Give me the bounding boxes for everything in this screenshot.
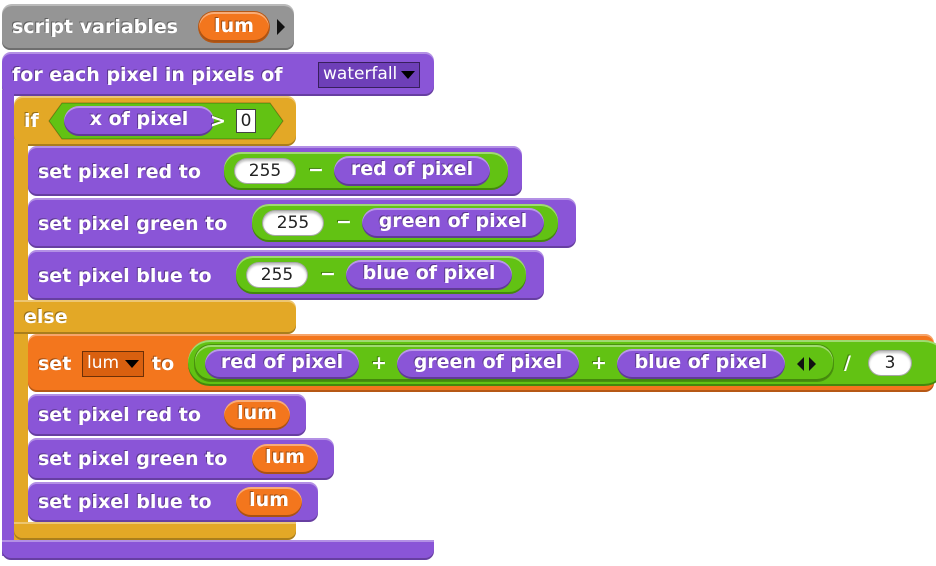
set-label: set — [38, 353, 72, 375]
if-block-bottom — [14, 522, 296, 540]
comparison-value-input[interactable]: 0 — [236, 109, 256, 133]
script-variables-label: script variables — [12, 16, 178, 38]
green-of-pixel-reporter[interactable]: green of pixel — [362, 208, 544, 238]
x-of-pixel-reporter[interactable]: x of pixel — [64, 106, 214, 136]
if-block-side — [14, 140, 28, 540]
to-label: to — [152, 353, 175, 375]
plus-sign: + — [591, 352, 607, 374]
red-of-pixel-reporter[interactable]: red of pixel — [334, 156, 490, 186]
costume-dropdown[interactable]: waterfall — [318, 62, 420, 88]
minus-sign: − — [336, 211, 352, 233]
divide-sign: / — [844, 352, 851, 374]
plus-sign: + — [371, 352, 387, 374]
number-slot-255[interactable]: 255 — [246, 262, 308, 288]
set-pixel-blue-lum-block[interactable]: set pixel blue to lum — [28, 482, 318, 522]
script-variable-lum[interactable]: lum — [198, 11, 270, 43]
arrow-right-icon[interactable] — [809, 357, 816, 371]
set-pixel-green-invert-block[interactable]: set pixel green to 255 − green of pixel — [28, 198, 576, 248]
dropdown-arrow-icon — [401, 71, 415, 79]
subtract-operator[interactable]: 255 − blue of pixel — [236, 256, 526, 294]
if-label: if — [24, 110, 39, 132]
dropdown-arrow-icon — [125, 360, 139, 368]
blue-of-pixel-reporter[interactable]: blue of pixel — [346, 260, 512, 290]
for-each-block-top[interactable]: for each pixel in pixels of waterfall — [2, 52, 434, 96]
number-slot-255[interactable]: 255 — [234, 158, 296, 184]
variable-dropdown[interactable]: lum — [82, 351, 144, 377]
arrow-right-icon[interactable] — [277, 19, 285, 35]
else-bar: else — [14, 300, 296, 334]
lum-variable-reporter[interactable]: lum — [236, 487, 302, 517]
divide-operator[interactable]: red of pixel + green of pixel + blue of … — [188, 340, 936, 386]
number-slot-255[interactable]: 255 — [262, 210, 324, 236]
for-each-block-bottom — [2, 540, 434, 560]
subtract-operator[interactable]: 255 − red of pixel — [224, 152, 508, 190]
green-of-pixel-reporter[interactable]: green of pixel — [397, 349, 579, 379]
else-label: else — [24, 306, 68, 328]
set-pixel-red-lum-block[interactable]: set pixel red to lum — [28, 394, 306, 436]
divisor-slot[interactable]: 3 — [868, 350, 912, 376]
blue-of-pixel-reporter[interactable]: blue of pixel — [617, 349, 785, 379]
if-block-top[interactable]: if x of pixel > 0 — [14, 96, 296, 146]
greater-than-operator: > — [210, 110, 226, 132]
minus-sign: − — [308, 159, 324, 181]
for-each-label: for each pixel in pixels of — [12, 64, 283, 86]
red-of-pixel-reporter[interactable]: red of pixel — [205, 349, 359, 379]
set-pixel-red-invert-block[interactable]: set pixel red to 255 − red of pixel — [28, 146, 522, 196]
script-variables-block[interactable]: script variables lum — [2, 4, 294, 50]
lum-variable-reporter[interactable]: lum — [224, 400, 290, 430]
set-lum-block[interactable]: set lum to red of pixel + green of pixel… — [28, 334, 936, 392]
for-each-block-side — [2, 90, 14, 556]
sum-operator[interactable]: red of pixel + green of pixel + blue of … — [194, 344, 834, 382]
set-pixel-blue-invert-block[interactable]: set pixel blue to 255 − blue of pixel — [28, 250, 544, 300]
minus-sign: − — [320, 263, 336, 285]
lum-variable-reporter[interactable]: lum — [252, 444, 318, 474]
subtract-operator[interactable]: 255 − green of pixel — [252, 204, 558, 242]
arrow-left-icon[interactable] — [797, 357, 804, 371]
set-pixel-green-lum-block[interactable]: set pixel green to lum — [28, 438, 334, 480]
